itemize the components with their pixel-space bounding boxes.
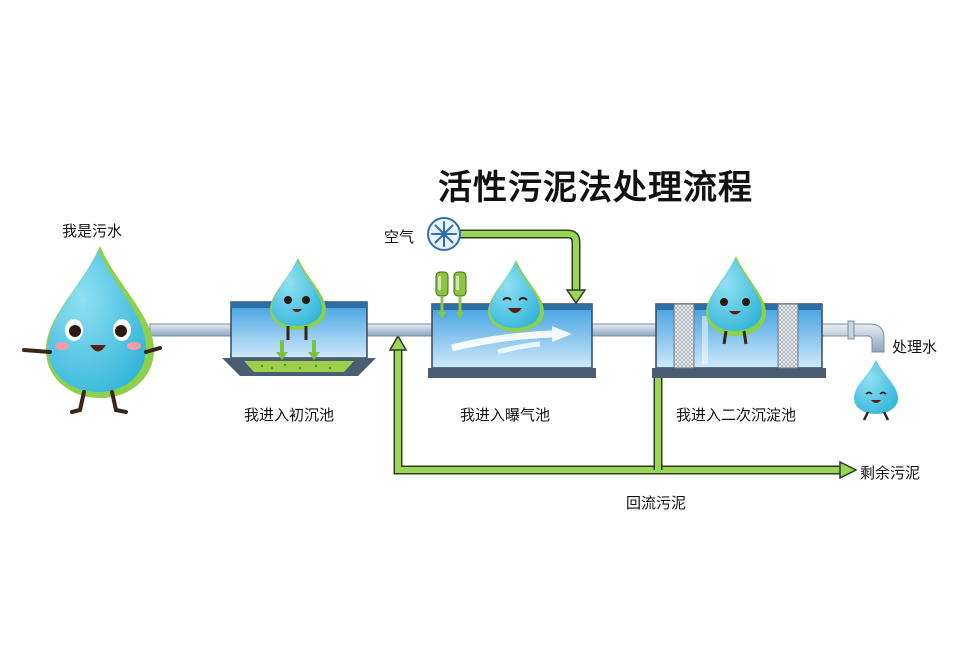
air-line: [460, 229, 587, 305]
label-air: 空气: [384, 228, 415, 246]
aeration-drop-mascot: [488, 260, 544, 332]
return-sludge-line: [388, 334, 858, 480]
air-diffuser-icon: [435, 271, 467, 319]
label-treated-water: 处理水: [892, 338, 938, 356]
label-aeration-tank: 我进入曝气池: [460, 406, 551, 424]
diagram-title: 活性污泥法处理流程: [438, 168, 753, 208]
label-excess-sludge: 剩余污泥: [860, 464, 921, 482]
label-sewage: 我是污水: [62, 222, 123, 240]
treated-water-drop-mascot: [854, 360, 898, 421]
label-secondary-tank: 我进入二次沉淀池: [676, 406, 797, 424]
air-fan-icon: [427, 217, 461, 251]
sewage-drop-mascot: [22, 246, 162, 414]
label-return-sludge: 回流污泥: [626, 494, 687, 512]
label-primary-tank: 我进入初沉池: [244, 406, 335, 424]
secondary-drop-mascot: [706, 256, 766, 345]
primary-drop-mascot: [270, 258, 326, 340]
